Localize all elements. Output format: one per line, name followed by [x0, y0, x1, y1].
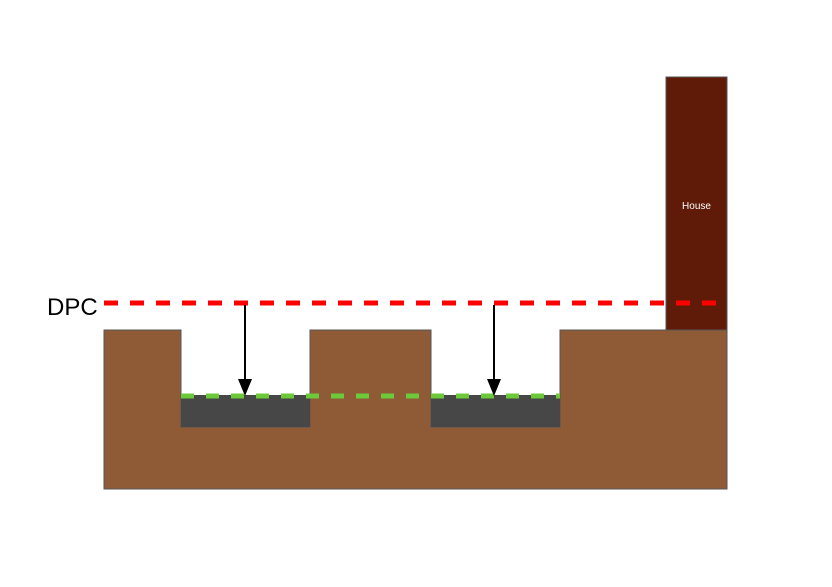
house-wall	[665, 76, 728, 331]
house-label: House	[682, 201, 711, 212]
arrow-down-icon	[238, 305, 252, 396]
floor-slab-left	[181, 395, 310, 427]
floor-slab-right	[431, 395, 560, 427]
arrow-down-icon	[487, 305, 501, 396]
dpc-label: DPC	[47, 294, 98, 321]
